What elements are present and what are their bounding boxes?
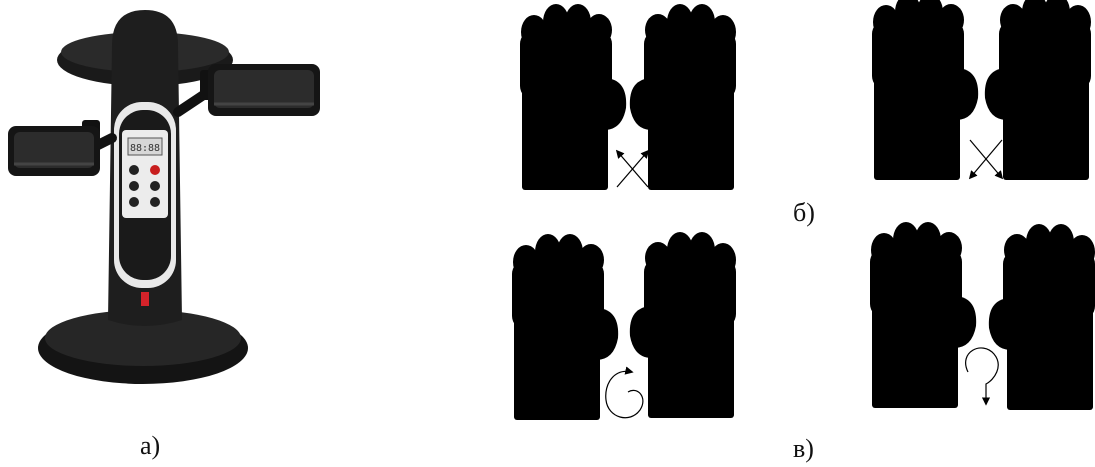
- right-fist-icon: [989, 224, 1095, 410]
- left-fist-icon: [870, 222, 976, 408]
- crossed-arrows-downward-icon: [970, 140, 1002, 178]
- crossed-arrows-outward-icon: [617, 151, 648, 187]
- circular-arrow-counterclockwise-icon: [606, 371, 643, 417]
- right-fist-icon: [630, 4, 736, 190]
- display-readout: 88:88: [130, 143, 160, 154]
- left-fist-icon: [872, 0, 978, 180]
- right-fist-icon: [985, 0, 1091, 180]
- left-fist-icon: [512, 234, 618, 420]
- mini-exercise-bike-icon: 88:88: [8, 10, 320, 384]
- right-fist-icon: [630, 232, 736, 418]
- circular-arrow-clockwise-down-icon: [966, 348, 999, 404]
- left-fist-icon: [520, 4, 626, 190]
